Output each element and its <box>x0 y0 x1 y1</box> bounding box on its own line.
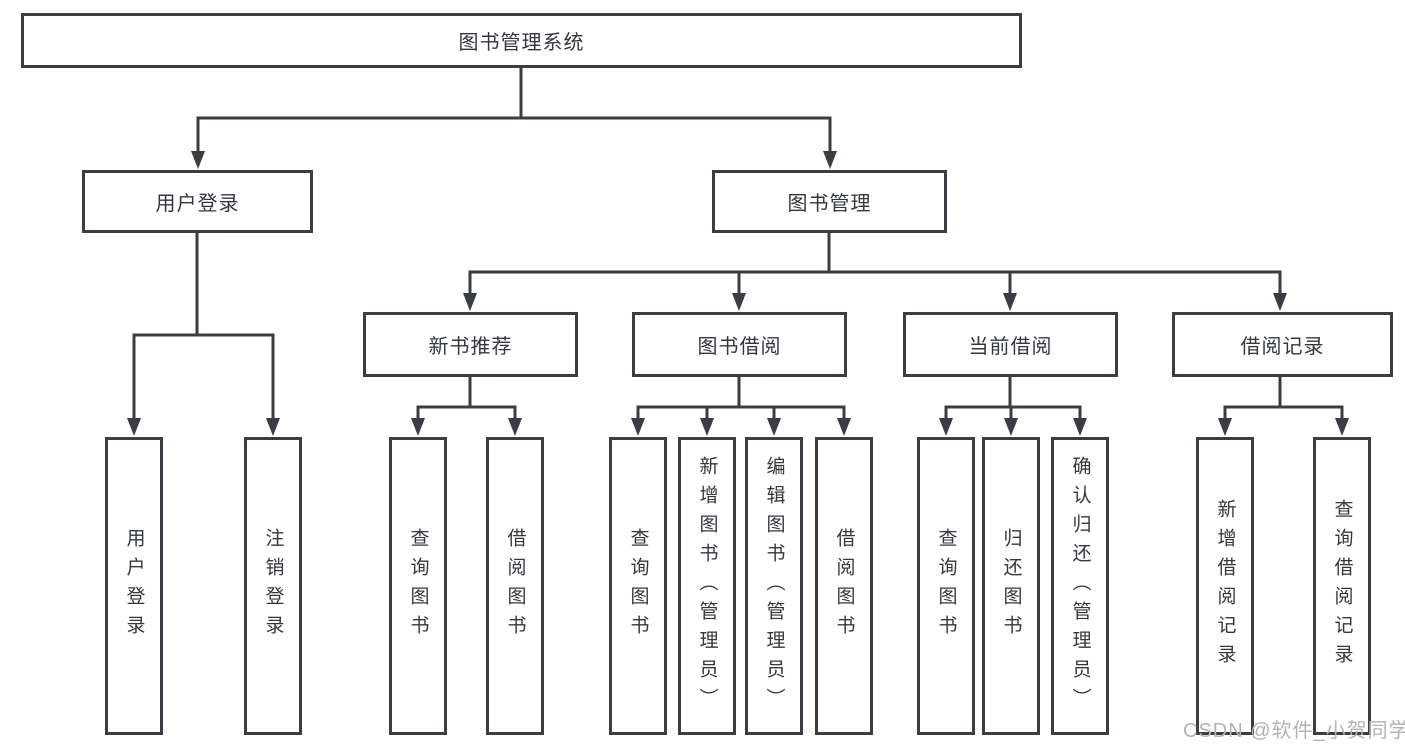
node-label: 当前借阅 <box>968 336 1053 358</box>
leaf-label: 借阅图书 <box>833 528 855 644</box>
node-root-system: 图书管理系统 <box>21 13 1022 68</box>
leaf-add-borrow-record: 新增借阅记录 <box>1196 437 1254 735</box>
leaf-label: 用户登录 <box>123 528 145 644</box>
arrowhead <box>837 418 851 436</box>
arrowhead <box>631 418 645 436</box>
leaf-label: 查询图书 <box>935 528 957 644</box>
node-new-book-recommend: 新书推荐 <box>363 312 578 377</box>
leaf-label: 查询图书 <box>407 528 429 644</box>
node-label: 图书管理系统 <box>458 32 585 54</box>
leaf-label: 查询借阅记录 <box>1331 499 1353 673</box>
leaf-return-book: 归还图书 <box>982 437 1040 735</box>
arrowhead <box>1073 418 1087 436</box>
arrowhead <box>1273 293 1287 311</box>
book-borrow-connector <box>631 377 851 436</box>
leaf-user-login: 用户登录 <box>105 437 163 735</box>
leaf-label: 确认归还（管理员） <box>1069 455 1091 717</box>
node-user-login: 用户登录 <box>82 170 313 233</box>
arrowhead <box>1335 418 1349 436</box>
leaf-edit-book-admin: 编辑图书（管理员） <box>745 437 803 735</box>
node-book-borrow: 图书借阅 <box>632 312 847 377</box>
root-connector <box>191 68 837 169</box>
node-label: 图书借阅 <box>697 336 782 358</box>
leaf-query-book-1: 查询图书 <box>389 437 447 735</box>
leaf-label: 编辑图书（管理员） <box>763 455 785 717</box>
arrowhead <box>508 418 522 436</box>
leaf-label: 查询图书 <box>627 528 649 644</box>
leaf-query-book-2: 查询图书 <box>609 437 667 735</box>
leaf-borrow-book-2: 借阅图书 <box>815 437 873 735</box>
new-book-connector <box>411 377 522 436</box>
leaf-borrow-book-1: 借阅图书 <box>486 437 544 735</box>
arrowhead <box>1003 293 1017 311</box>
leaf-add-book-admin: 新增图书（管理员） <box>678 437 736 735</box>
arrowhead <box>411 418 425 436</box>
arrowhead <box>1218 418 1232 436</box>
current-borrow-connector <box>939 377 1087 436</box>
leaf-logout: 注销登录 <box>244 437 302 735</box>
leaf-query-borrow-record: 查询借阅记录 <box>1313 437 1371 735</box>
leaf-label: 注销登录 <box>262 528 284 644</box>
leaf-label: 新增借阅记录 <box>1214 499 1236 673</box>
leaf-label: 新增图书（管理员） <box>696 455 718 717</box>
book-mgmt-connector <box>463 233 1287 311</box>
arrowhead <box>266 418 280 436</box>
node-label: 用户登录 <box>155 193 240 215</box>
arrowhead <box>127 418 141 436</box>
leaf-query-book-3: 查询图书 <box>917 437 975 735</box>
node-borrow-records: 借阅记录 <box>1172 312 1393 377</box>
borrow-records-connector <box>1218 377 1349 436</box>
arrowhead <box>463 293 477 311</box>
node-label: 新书推荐 <box>428 336 513 358</box>
arrowhead <box>823 151 837 169</box>
node-label: 图书管理 <box>787 193 872 215</box>
node-book-management: 图书管理 <box>712 170 947 233</box>
leaf-label: 借阅图书 <box>504 528 526 644</box>
user-login-connector <box>127 233 280 436</box>
arrowhead <box>700 418 714 436</box>
arrowhead <box>732 293 746 311</box>
leaf-confirm-return-admin: 确认归还（管理员） <box>1051 437 1109 735</box>
arrowhead <box>191 151 205 169</box>
arrowhead <box>1004 418 1018 436</box>
node-current-borrow: 当前借阅 <box>903 312 1118 377</box>
node-label: 借阅记录 <box>1240 336 1325 358</box>
arrowhead <box>767 418 781 436</box>
csdn-watermark: CSDN @软件_小贺同学 <box>1183 720 1405 742</box>
arrowhead <box>939 418 953 436</box>
leaf-label: 归还图书 <box>1000 528 1022 644</box>
